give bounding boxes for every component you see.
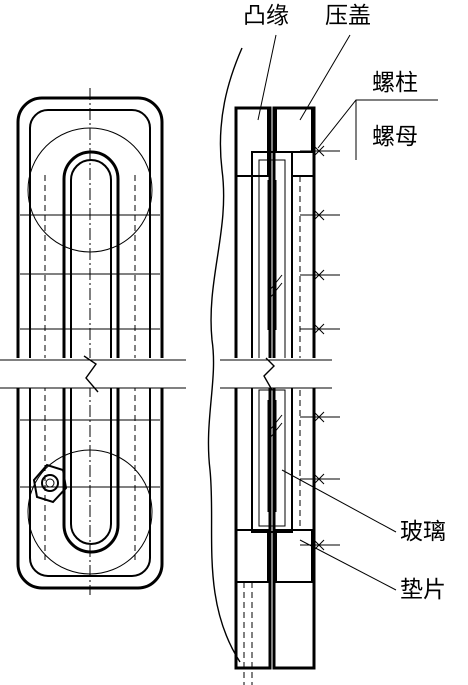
- stud-label: 螺柱: [372, 70, 418, 96]
- glass-label: 玻璃: [400, 519, 446, 545]
- section-view: [207, 34, 438, 685]
- flange-label: 凸缘: [243, 3, 289, 29]
- leader-lines: [257, 34, 438, 591]
- cover-label: 压盖: [325, 3, 371, 29]
- front-view: [0, 88, 186, 595]
- bolt-marks: [300, 145, 340, 551]
- gasket-label: 垫片: [400, 577, 446, 603]
- nut-label: 螺母: [372, 124, 418, 150]
